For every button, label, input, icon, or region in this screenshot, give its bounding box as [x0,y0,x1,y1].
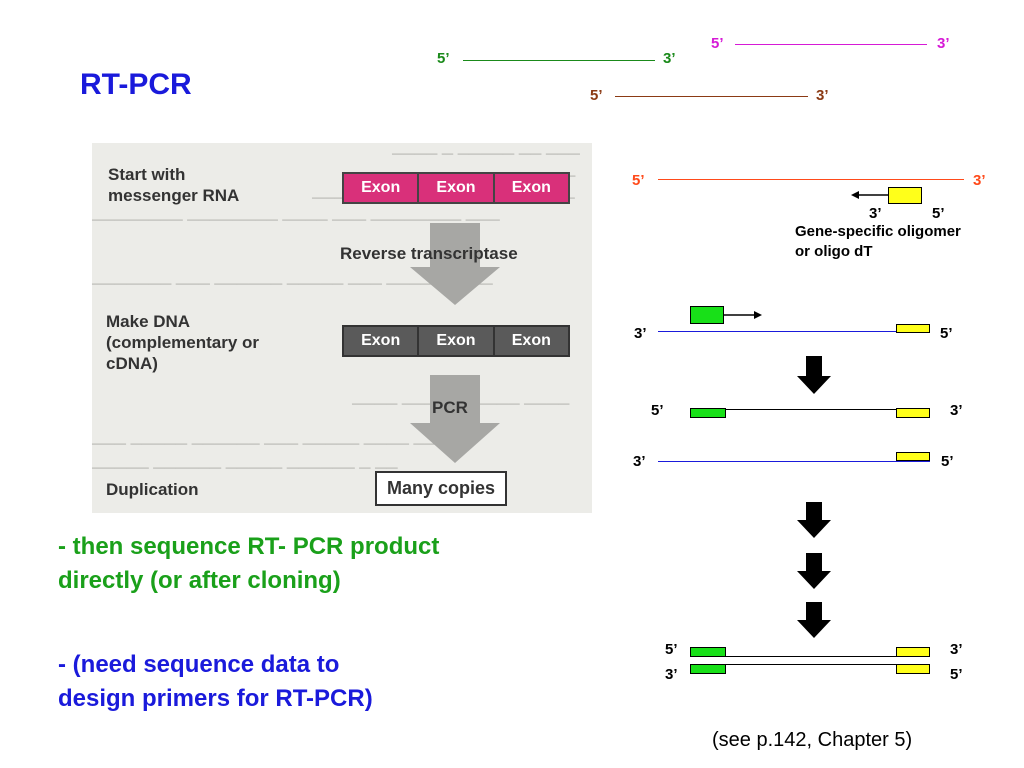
exon-segment: Exon [492,325,570,357]
step1-label: Start with messenger RNA [108,165,240,205]
forward-primer [690,306,724,324]
product-top-5prime-label: 5’ [665,641,678,658]
mrna-b-5prime-label: 5’ [711,35,724,52]
forward-primer-site [690,664,726,674]
bullet-need-sequence: - (need sequence data to design primers … [58,651,373,712]
down-arrow-icon [797,356,831,394]
mrna-c-3prime-label: 3’ [816,87,829,104]
down-arrow-icon [797,602,831,638]
step3-label: Duplication [106,480,199,499]
mrna-c-5prime-label: 5’ [590,87,603,104]
enzyme-label: Reverse transcriptase [340,244,518,263]
product-bottom-5prime-label: 5’ [950,666,963,683]
background-text: ──── ─ ───── ── ─── [392,146,580,163]
mrna-a-3prime-label: 3’ [663,50,676,67]
background-text: ───── ────── ───── ────── ─ ── [92,460,398,477]
left-arrow-icon [851,191,889,199]
reverse-primer-site [896,324,930,333]
reverse-primer-site [896,647,930,657]
step2-label: Make DNA (complementary or cDNA) [106,312,260,373]
background-text: ─── ───── ────── ─── ───── ──── ─── [92,436,448,453]
main-mrna-5prime-label: 5’ [632,172,645,189]
product-bottom-3prime-label: 3’ [665,666,678,683]
cdna-3prime-label: 3’ [634,325,647,342]
reference-note: (see p.142, Chapter 5) [712,729,913,751]
exon-segment: Exon [417,325,495,357]
primer-caption: Gene-specific oligomer or oligo dT [795,223,961,260]
main-mrna-3prime-label: 3’ [973,172,986,189]
template-5prime-label: 5’ [941,453,954,470]
exon-segment: Exon [417,172,495,204]
exon-segment: Exon [342,172,420,204]
second-strand-5prime-label: 5’ [651,402,664,419]
mrna-a-5prime-label: 5’ [437,50,450,67]
background-text: ──────── ──────── ──── ─── ──────── ─── [92,212,500,229]
result-box: Many copies [375,471,508,506]
reverse-primer-site [896,408,930,418]
reverse-primer-site [896,664,930,674]
forward-primer-site [690,647,726,657]
mrna-b-line [735,44,927,45]
textbook-figure: ──── ─ ───── ── ─── ──── ─── ──── ──── ─… [92,143,592,513]
product-top-strand [726,656,896,657]
template-3prime-label: 3’ [633,453,646,470]
main-mrna-line [658,179,964,180]
pcr-label: PCR [432,398,468,417]
mrna-c-line [615,96,808,97]
product-bottom-strand [726,664,896,665]
cdna-5prime-label: 5’ [940,325,953,342]
product-top-3prime-label: 3’ [950,641,963,658]
page-title: RT-PCR [80,68,192,101]
second-strand-3prime-label: 3’ [950,402,963,419]
forward-primer-site [690,408,726,418]
primer-5prime-label: 5’ [932,205,945,222]
down-arrow-icon [797,553,831,589]
mrna-b-3prime-label: 3’ [937,35,950,52]
down-arrow-icon [410,223,500,305]
exon-segment: Exon [342,325,420,357]
down-arrow-icon [410,375,500,463]
mrna-exon-strip: Exon Exon Exon [342,172,570,204]
cdna-exon-strip: Exon Exon Exon [342,325,570,357]
mrna-a-line [463,60,655,61]
reverse-primer-site [896,452,930,461]
background-text: ─────── ─── ────── ───── ─── ───── ──── [92,276,493,293]
cdna-strand [658,331,930,332]
template-strand [658,461,930,462]
right-arrow-icon [724,311,762,319]
down-arrow-icon [797,502,831,538]
reverse-primer [888,187,922,204]
exon-segment: Exon [492,172,570,204]
primer-3prime-label: 3’ [869,205,882,222]
second-strand [726,409,896,410]
bullet-sequence-product: - then sequence RT- PCR product directly… [58,533,440,594]
